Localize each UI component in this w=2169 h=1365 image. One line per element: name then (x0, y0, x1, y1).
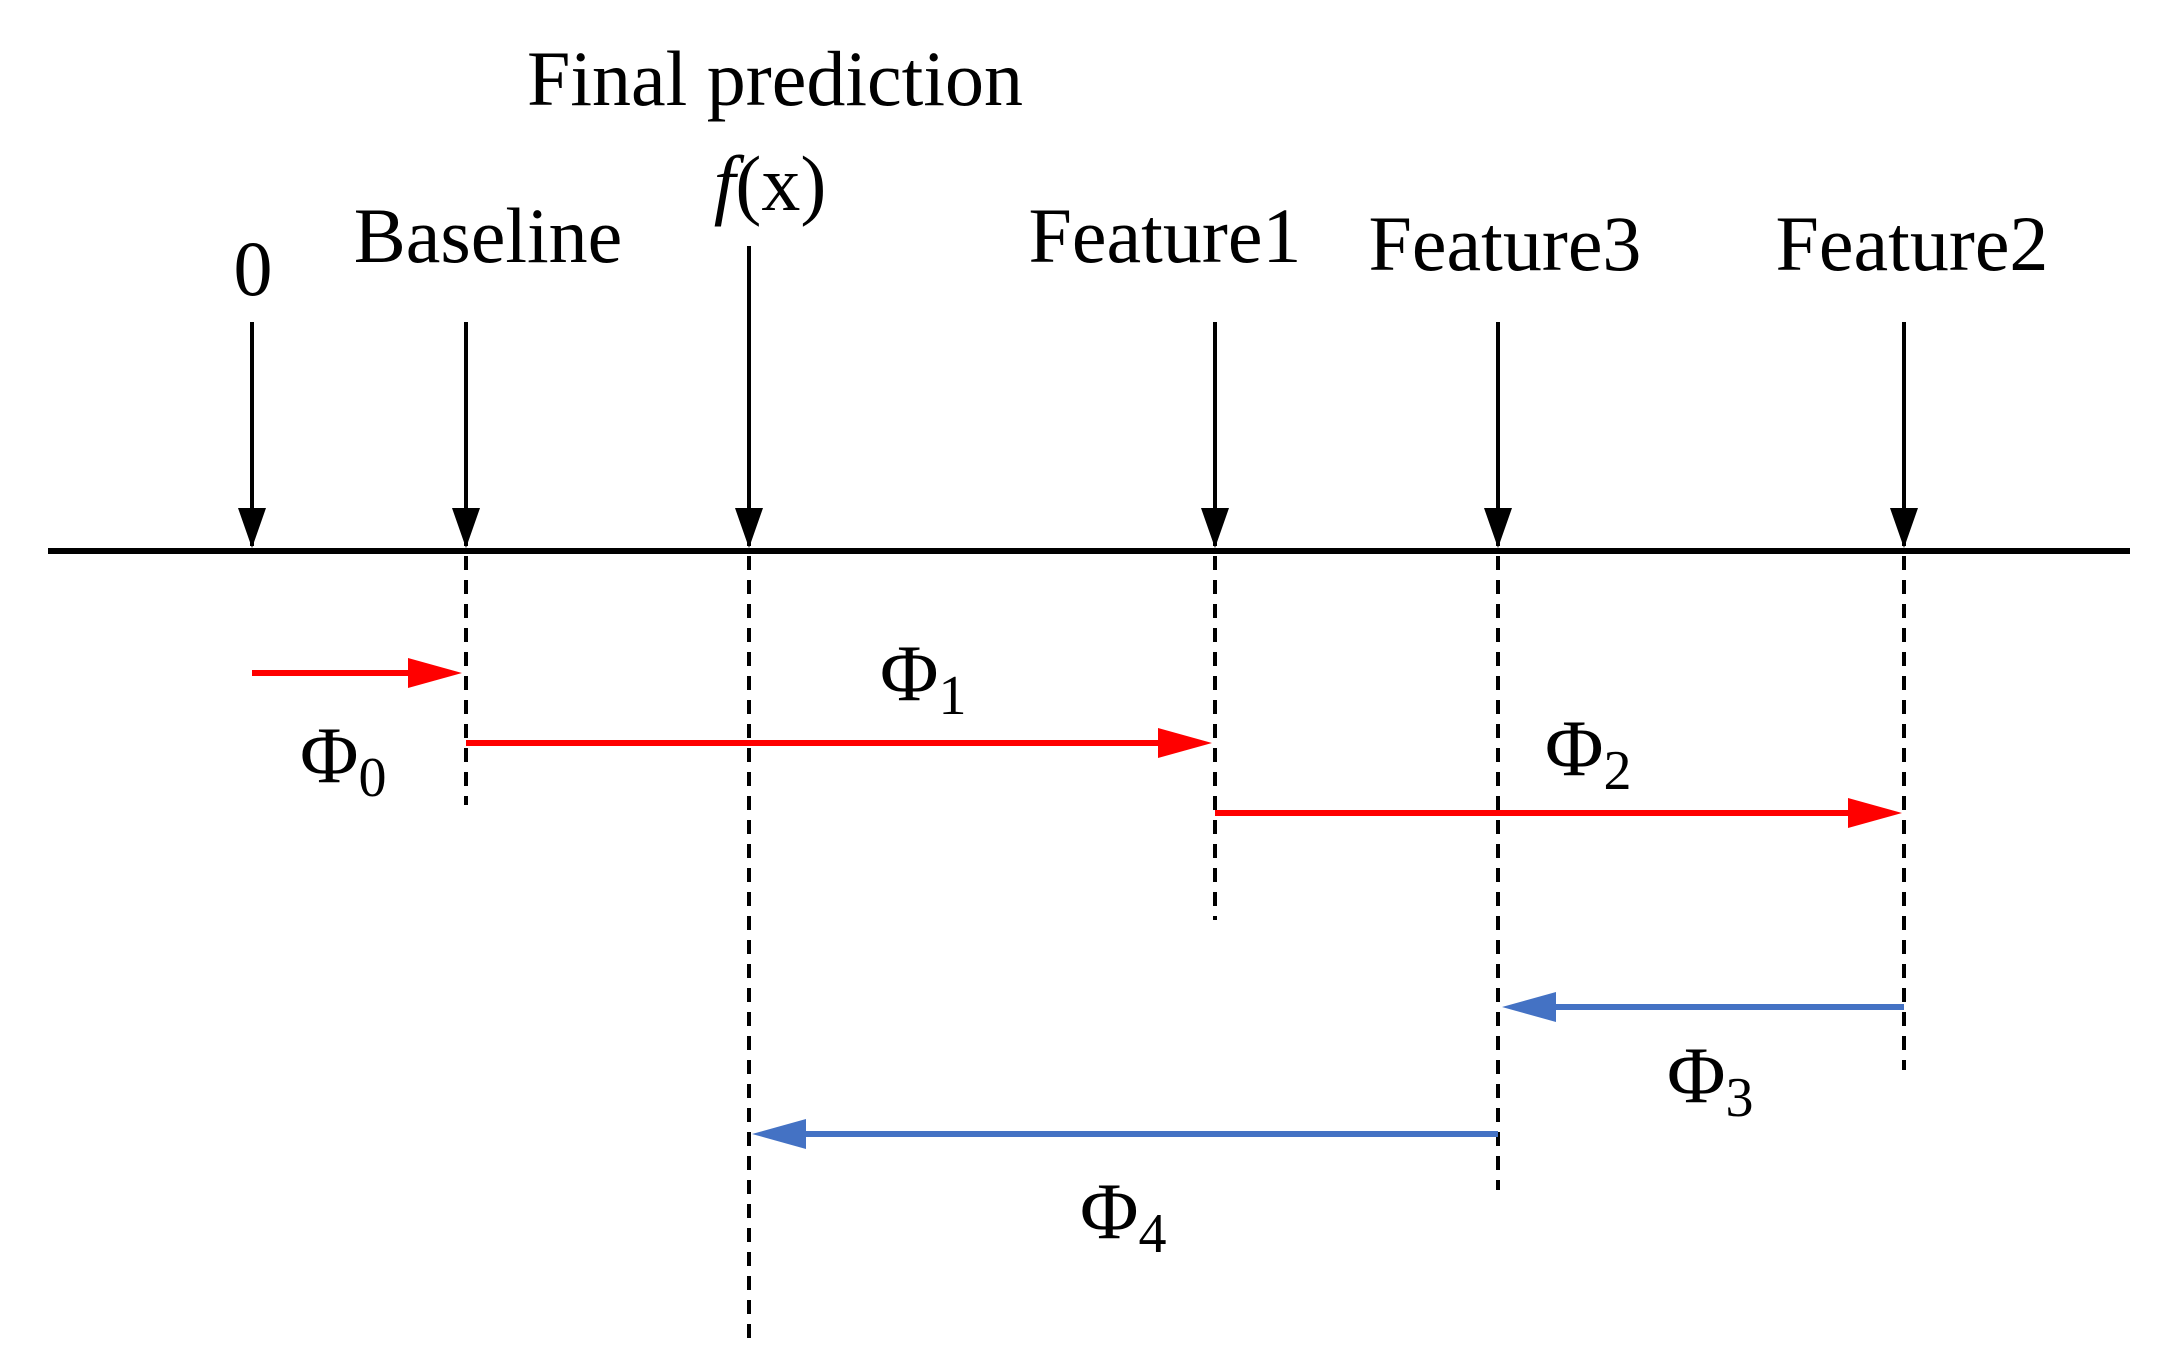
label-feature1: Feature1 (1029, 192, 1302, 279)
guide-lines (464, 556, 1906, 1340)
label-phi4: Φ4 (1080, 1168, 1166, 1265)
label-baseline: Baseline (354, 192, 623, 279)
label-phi1: Φ1 (880, 630, 966, 727)
label-feature3: Feature3 (1369, 200, 1642, 287)
label-phi3: Φ3 (1667, 1032, 1753, 1129)
final-prediction-formula: f(x) (714, 140, 827, 227)
label-phi2: Φ2 (1545, 705, 1631, 802)
label-phi0: Φ0 (300, 712, 386, 809)
final-prediction-title: Final prediction (527, 35, 1023, 122)
label-feature2: Feature2 (1776, 200, 2049, 287)
contribution-arrows (252, 658, 1904, 1149)
marker-arrows (238, 246, 1918, 548)
label-zero: 0 (234, 225, 273, 312)
